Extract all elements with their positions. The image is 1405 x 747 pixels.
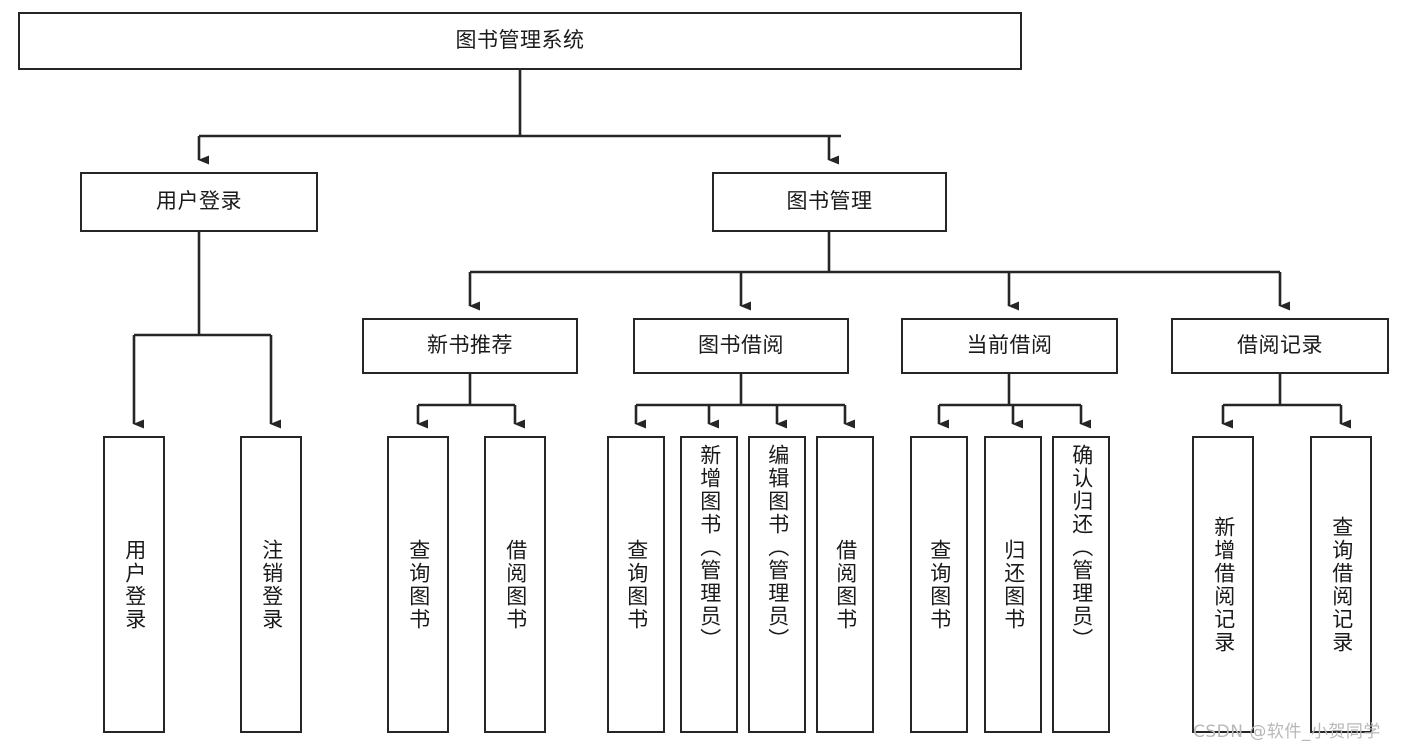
node-book-borrow[interactable]: 图书借阅: [633, 318, 849, 374]
node-label: 图书借阅: [698, 333, 784, 358]
node-label: 当前借阅: [966, 333, 1053, 358]
edges-newbookrec-to-leaves: [416, 374, 525, 429]
node-label: 查询图书: [927, 538, 952, 631]
node-label: 查询图书: [406, 538, 431, 631]
edges-bookmanage-to-level3: [468, 232, 1290, 311]
leaf-borrow-book[interactable]: 借阅图书: [816, 436, 874, 733]
node-current-borrow[interactable]: 当前借阅: [901, 318, 1118, 374]
node-label: 借阅图书: [503, 538, 528, 631]
edges-borrowrecord-to-leaves: [1221, 374, 1351, 429]
node-label: 注销登录: [259, 538, 284, 631]
leaf-query-book-recommend[interactable]: 查询图书: [387, 436, 449, 733]
leaf-add-book-admin[interactable]: 新增图书（管理员）: [680, 436, 738, 733]
edges-root-to-level2: [197, 70, 841, 165]
node-label: 图书管理系统: [455, 28, 585, 53]
node-root-system[interactable]: 图书管理系统: [18, 12, 1022, 70]
leaf-query-book-borrow[interactable]: 查询图书: [607, 436, 665, 733]
node-label: 查询图书: [624, 538, 649, 631]
leaf-edit-book-admin[interactable]: 编辑图书（管理员）: [748, 436, 806, 733]
node-label: 新增借阅记录: [1211, 515, 1236, 654]
node-label: 编辑图书（管理员）: [765, 444, 790, 651]
leaf-confirm-return-admin[interactable]: 确认归还（管理员）: [1052, 436, 1110, 733]
node-label: 图书管理: [786, 189, 873, 214]
leaf-return-book[interactable]: 归还图书: [984, 436, 1042, 733]
leaf-logout-login[interactable]: 注销登录: [240, 436, 302, 733]
node-label: 新增图书（管理员）: [697, 444, 722, 651]
node-label: 确认归还（管理员）: [1069, 444, 1094, 651]
edges-currentborrow-to-leaves: [937, 374, 1091, 429]
node-label: 新书推荐: [427, 333, 513, 358]
node-new-book-recommend[interactable]: 新书推荐: [362, 318, 578, 374]
leaf-borrow-book-recommend[interactable]: 借阅图书: [484, 436, 546, 733]
leaf-query-book-current[interactable]: 查询图书: [910, 436, 968, 733]
leaf-query-borrow-record[interactable]: 查询借阅记录: [1310, 436, 1372, 733]
node-label: 借阅记录: [1237, 333, 1323, 358]
node-borrow-record[interactable]: 借阅记录: [1171, 318, 1389, 374]
edges-bookborrow-to-leaves: [634, 374, 855, 429]
node-label: 借阅图书: [833, 538, 858, 631]
csdn-watermark: CSDN @软件_小贺同学: [1193, 722, 1381, 742]
node-book-manage[interactable]: 图书管理: [712, 172, 947, 232]
node-user-login[interactable]: 用户登录: [80, 172, 318, 232]
leaf-user-login[interactable]: 用户登录: [103, 436, 165, 733]
edges-userlogin-to-leaves: [132, 232, 281, 429]
leaf-add-borrow-record[interactable]: 新增借阅记录: [1192, 436, 1254, 733]
node-label: 用户登录: [122, 538, 147, 631]
node-label: 查询借阅记录: [1329, 515, 1354, 654]
node-label: 归还图书: [1001, 538, 1026, 631]
node-label: 用户登录: [156, 189, 242, 214]
